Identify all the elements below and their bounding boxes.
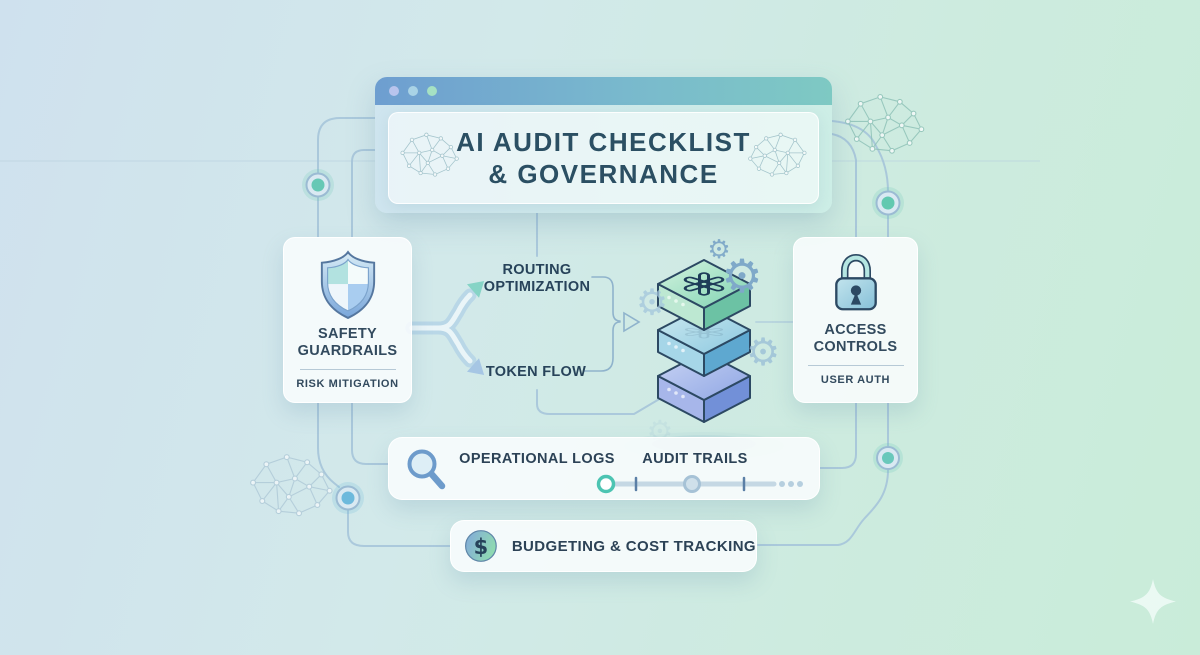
- padlock-icon: [834, 253, 877, 311]
- brain-network-icon: [845, 94, 925, 154]
- magnifying-glass-icon: [407, 449, 446, 490]
- slider-handle-secondary[interactable]: [683, 475, 701, 493]
- layer-stack-icon: ⚙: [624, 235, 784, 460]
- shield-icon: [320, 250, 375, 320]
- title-card: AI AUDIT CHECKLIST & GOVERNANCE: [388, 112, 819, 204]
- safety-guardrails-card: SAFETY GUARDRAILS RISK MITIGATION: [283, 237, 412, 403]
- dollar-coin-icon: $: [465, 530, 497, 562]
- divider: [807, 365, 904, 366]
- node-dot-icon: [872, 187, 904, 219]
- divider: [299, 369, 396, 370]
- node-dot-icon: [873, 443, 903, 473]
- brain-network-icon: [250, 454, 333, 517]
- stack-layer-top: [657, 259, 751, 331]
- node-dot-icon: [332, 482, 364, 514]
- access-title-line2: CONTROLS: [813, 339, 898, 355]
- safety-title-line1: SAFETY: [317, 326, 377, 342]
- safety-card-subtitle: RISK MITIGATION: [296, 378, 399, 390]
- window-control-dot-2[interactable]: [408, 86, 418, 96]
- slider-trailing-dots: [779, 481, 803, 487]
- routing-optimization-label: ROUTING OPTIMIZATION: [460, 262, 614, 296]
- audit-trails-label: AUDIT TRAILS: [642, 451, 748, 467]
- access-card-title: ACCESS CONTROLS: [814, 322, 898, 356]
- brain-network-icon: [399, 129, 461, 181]
- access-controls-card: ACCESS CONTROLS USER AUTH: [793, 237, 918, 403]
- page-title-line1: AI AUDIT CHECKLIST: [456, 127, 751, 157]
- gear-icon: ⚙: [721, 249, 762, 303]
- safety-title-line2: GUARDRAILS: [297, 343, 398, 359]
- gear-icon: ⚙: [746, 330, 780, 374]
- window-body: AI AUDIT CHECKLIST & GOVERNANCE: [375, 105, 832, 213]
- logs-slider[interactable]: [461, 474, 813, 494]
- right-arrowhead-icon: [623, 311, 641, 333]
- window-titlebar: [375, 77, 832, 105]
- dollar-sign: $: [474, 535, 489, 559]
- routing-label-line1: ROUTING: [502, 262, 572, 278]
- slider-handle-primary[interactable]: [596, 474, 616, 494]
- operational-logs-label: OPERATIONAL LOGS: [459, 451, 615, 467]
- stack-layer-middle: [657, 305, 751, 377]
- sparkle-icon: [1130, 579, 1176, 624]
- window-control-dot-3[interactable]: [427, 86, 437, 96]
- browser-window: AI AUDIT CHECKLIST & GOVERNANCE: [375, 77, 832, 213]
- brain-network-icon: [746, 129, 808, 181]
- token-flow-label: TOKEN FLOW: [485, 364, 587, 380]
- safety-card-title: SAFETY GUARDRAILS: [298, 326, 398, 360]
- gear-icon: ⚙: [707, 235, 730, 265]
- window-control-dot-1[interactable]: [389, 86, 399, 96]
- stack-layer-bottom: [657, 351, 751, 423]
- node-dot-icon: [302, 169, 334, 201]
- budget-label: BUDGETING & COST TRACKING: [511, 537, 756, 555]
- access-title-line1: ACCESS: [824, 322, 887, 338]
- routing-label-line2: OPTIMIZATION: [483, 279, 591, 295]
- page-title-line2: & GOVERNANCE: [488, 159, 719, 189]
- gear-icon: ⚙: [636, 283, 668, 324]
- openai-knot-reflection: [684, 325, 724, 339]
- budget-bar: $ BUDGETING & COST TRACKING: [450, 520, 757, 572]
- access-card-subtitle: USER AUTH: [820, 374, 891, 386]
- operational-logs-bar: OPERATIONAL LOGS AUDIT TRAILS: [388, 437, 820, 500]
- openai-knot-icon: [683, 272, 725, 296]
